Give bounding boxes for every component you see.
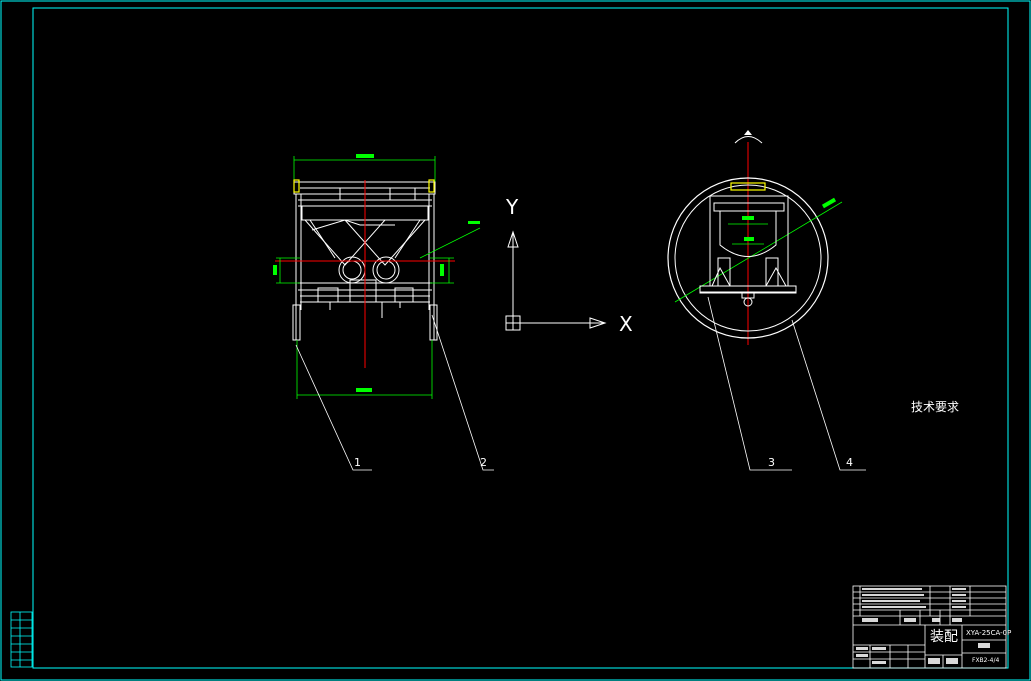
title-block (852, 585, 1007, 669)
ucs-axis-icon (505, 230, 607, 331)
title-block-sheet-code: FXB2-4/4 (972, 657, 1000, 664)
front-elevation-view (273, 154, 494, 471)
tunnel-section-view (667, 130, 866, 471)
title-block-fill (856, 588, 990, 664)
balloon-1: 1 (354, 456, 361, 469)
balloon-3: 3 (768, 456, 775, 469)
axis-y-label: Y (506, 195, 519, 219)
axis-x-label: X (619, 312, 633, 336)
title-block-drawing-code: XYA-25CA-0P (966, 629, 1012, 637)
technical-requirements-note: 技术要求 (911, 400, 960, 414)
balloon-2: 2 (480, 456, 487, 469)
balloon-4: 4 (846, 456, 853, 469)
margin-revision-table (10, 611, 33, 668)
title-block-part-name: 装配 (930, 629, 958, 645)
